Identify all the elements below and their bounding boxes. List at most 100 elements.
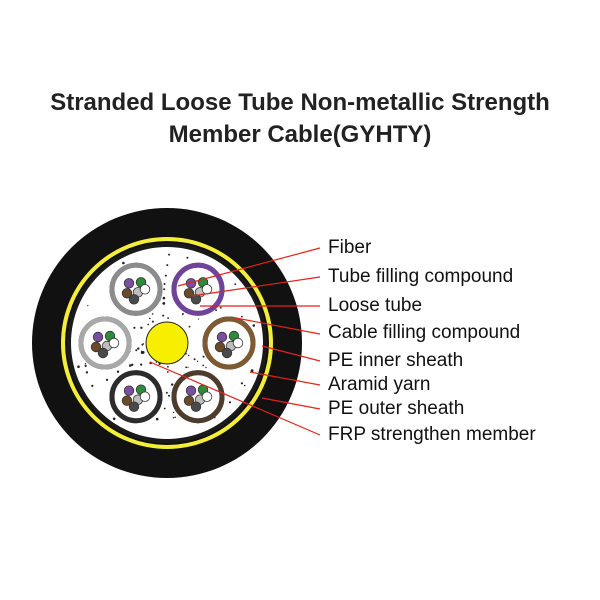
fiber	[232, 337, 244, 349]
filling-speckle	[168, 253, 171, 256]
loose-tube	[109, 262, 163, 316]
label-tube-filling-compound: Tube filling compound	[328, 266, 514, 287]
loose-tube	[171, 262, 225, 316]
filling-speckle	[122, 261, 125, 265]
filling-speckle	[188, 354, 190, 357]
filling-speckle	[141, 343, 144, 346]
fiber	[108, 337, 120, 349]
leader-line-frp-strengthen-member	[149, 361, 321, 436]
filling-speckle	[196, 360, 199, 362]
leader-line-cable-filling-compound	[235, 317, 321, 335]
filling-speckle	[185, 366, 188, 369]
fiber	[183, 395, 195, 406]
frp-center-member	[145, 321, 189, 365]
filling-speckle	[197, 318, 200, 320]
filling-speckle	[162, 314, 165, 317]
filling-speckle	[187, 366, 189, 368]
leader-line-pe-outer-sheath	[261, 397, 321, 410]
label-frp-strengthen-member: FRP strengthen member	[328, 424, 536, 445]
filling-speckle	[163, 407, 166, 410]
filling-speckle	[149, 317, 151, 320]
fiber	[201, 391, 213, 402]
filling-speckle	[240, 382, 243, 385]
loose-tube-wall	[109, 262, 163, 316]
filling-speckle	[141, 351, 145, 354]
filling-speckle	[163, 288, 166, 291]
filling-speckle	[241, 315, 243, 318]
fiber-bundle-icon	[121, 277, 151, 305]
filling-speckle	[151, 313, 154, 315]
fiber	[139, 391, 151, 402]
leader-line-aramid-yarn	[249, 371, 321, 386]
fiber	[123, 278, 135, 289]
filling-speckle	[228, 401, 232, 404]
filling-speckle	[116, 370, 120, 373]
filling-speckle	[77, 365, 80, 369]
fiber-bundle-icon	[121, 384, 151, 412]
fiber-bundle-icon	[90, 330, 120, 359]
loose-tube	[202, 316, 256, 370]
label-aramid-yarn: Aramid yarn	[328, 374, 431, 395]
fiber	[123, 385, 135, 396]
filling-speckle	[202, 364, 205, 367]
filling-speckle	[155, 417, 159, 421]
fiber-bundle-icon	[183, 384, 213, 412]
label-pe-inner-sheath: PE inner sheath	[328, 350, 464, 371]
fiber	[90, 341, 102, 353]
filling-speckle	[167, 365, 169, 368]
label-loose-tube: Loose tube	[328, 295, 423, 316]
filling-speckle	[147, 323, 150, 326]
fiber	[128, 294, 140, 305]
filling-speckle	[215, 309, 218, 311]
leader-lines	[149, 247, 321, 436]
filling-speckle	[202, 355, 205, 358]
cable-body	[32, 208, 302, 478]
loose-tube	[109, 370, 163, 424]
filling-speckle	[186, 256, 189, 259]
fiber-bundle-icon	[183, 277, 213, 305]
filling-speckle	[162, 296, 166, 300]
filling-speckle	[188, 325, 191, 328]
filling-speckle	[84, 363, 87, 365]
filling-speckle	[162, 302, 166, 305]
filling-speckle	[91, 384, 94, 387]
filling-speckle	[167, 317, 170, 319]
filling-speckle	[182, 313, 184, 315]
filling-speckle	[151, 320, 154, 323]
filling-speckle	[87, 305, 89, 307]
label-cable-filling-compound: Cable filling compound	[328, 322, 521, 343]
fiber	[139, 284, 151, 295]
filling-speckle	[243, 384, 246, 387]
fiber	[216, 331, 228, 343]
filling-speckle	[133, 326, 136, 329]
filling-speckle	[166, 371, 169, 373]
loose-tube-wall	[109, 370, 163, 424]
filling-speckle	[137, 347, 140, 350]
loose-tube	[171, 370, 225, 424]
loose-tube	[78, 316, 132, 370]
filling-speckle	[234, 283, 237, 286]
filling-speckle	[250, 369, 254, 373]
filling-speckle	[219, 306, 222, 309]
filling-speckle	[85, 371, 89, 374]
filling-speckle	[128, 364, 132, 367]
fiber	[201, 284, 213, 295]
fiber	[121, 395, 133, 406]
loose-tube-wall	[171, 262, 225, 316]
fiber	[190, 294, 202, 305]
filling-speckle	[171, 383, 174, 386]
fiber	[121, 288, 133, 299]
filling-speckle	[166, 264, 169, 267]
filling-speckle	[105, 378, 109, 381]
filling-speckle	[172, 417, 174, 419]
loose-tube-wall	[171, 370, 225, 424]
loose-tube-wall	[78, 316, 132, 370]
leader-line-pe-inner-sheath	[261, 345, 321, 362]
fiber	[97, 347, 109, 359]
aramid-yarn-ring	[61, 237, 273, 449]
fiber	[92, 331, 104, 343]
fiber	[183, 288, 195, 299]
filling-speckle	[193, 358, 196, 361]
filling-speckle	[165, 391, 168, 394]
